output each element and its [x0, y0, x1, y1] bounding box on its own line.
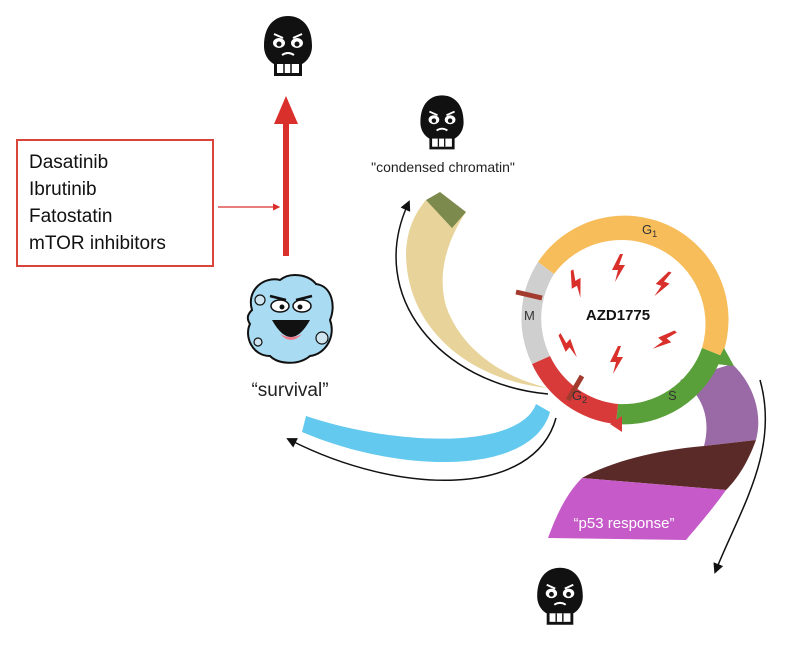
lightning-icon [651, 268, 674, 300]
phase-label-g2: G2 [572, 388, 587, 405]
p53-band-magenta [548, 478, 726, 540]
phase-m-arc [521, 262, 554, 364]
phase-label-m: M [524, 308, 535, 323]
center-drug-label: AZD1775 [586, 307, 650, 324]
phase-label-g1: G1 [642, 222, 657, 239]
chromatin-curve-arrow [395, 200, 549, 395]
skull-icon-chromatin [419, 94, 465, 151]
drug-item-dasatinib: Dasatinib [29, 152, 108, 173]
phase-s-arc [616, 348, 722, 425]
chromatin-band [406, 200, 548, 388]
lightning-icon [650, 325, 679, 356]
lightning-icon [610, 346, 623, 374]
condensed-chromatin-label: "condensed chromatin" [371, 159, 515, 175]
drug-box: Dasatinib Ibrutinib Fatostatin mTOR inhi… [16, 139, 214, 267]
survival-death-arrow [274, 96, 298, 256]
lightning-icon [612, 254, 625, 282]
survival-band [302, 404, 550, 463]
phase-g1-arc [538, 215, 729, 356]
checkpoint-bar-m [515, 289, 543, 301]
chromatin-band-tip [426, 192, 466, 228]
drug-item-mtor-inhibitors: mTOR inhibitors [29, 233, 166, 254]
drug-item-fatostatin: Fatostatin [29, 206, 112, 227]
lightning-icon [553, 331, 584, 360]
skull-icon-top [263, 15, 313, 77]
cell-cycle-ring: G1 S G2 M AZD1775 [515, 215, 734, 432]
lightning-icon [563, 268, 590, 300]
happy-cell-icon [246, 274, 334, 364]
drug-item-ibrutinib: Ibrutinib [29, 179, 97, 200]
p53-curve-arrow [713, 379, 767, 574]
p53-band-brown [582, 440, 756, 490]
phase-label-s: S [668, 388, 677, 403]
skull-icon-p53 [536, 566, 584, 626]
survival-label: “survival” [251, 380, 328, 401]
survival-curve-arrow [286, 417, 557, 482]
checkpoint-bar-g2 [565, 374, 585, 402]
p53-response-label: “p53 response” [574, 515, 675, 532]
